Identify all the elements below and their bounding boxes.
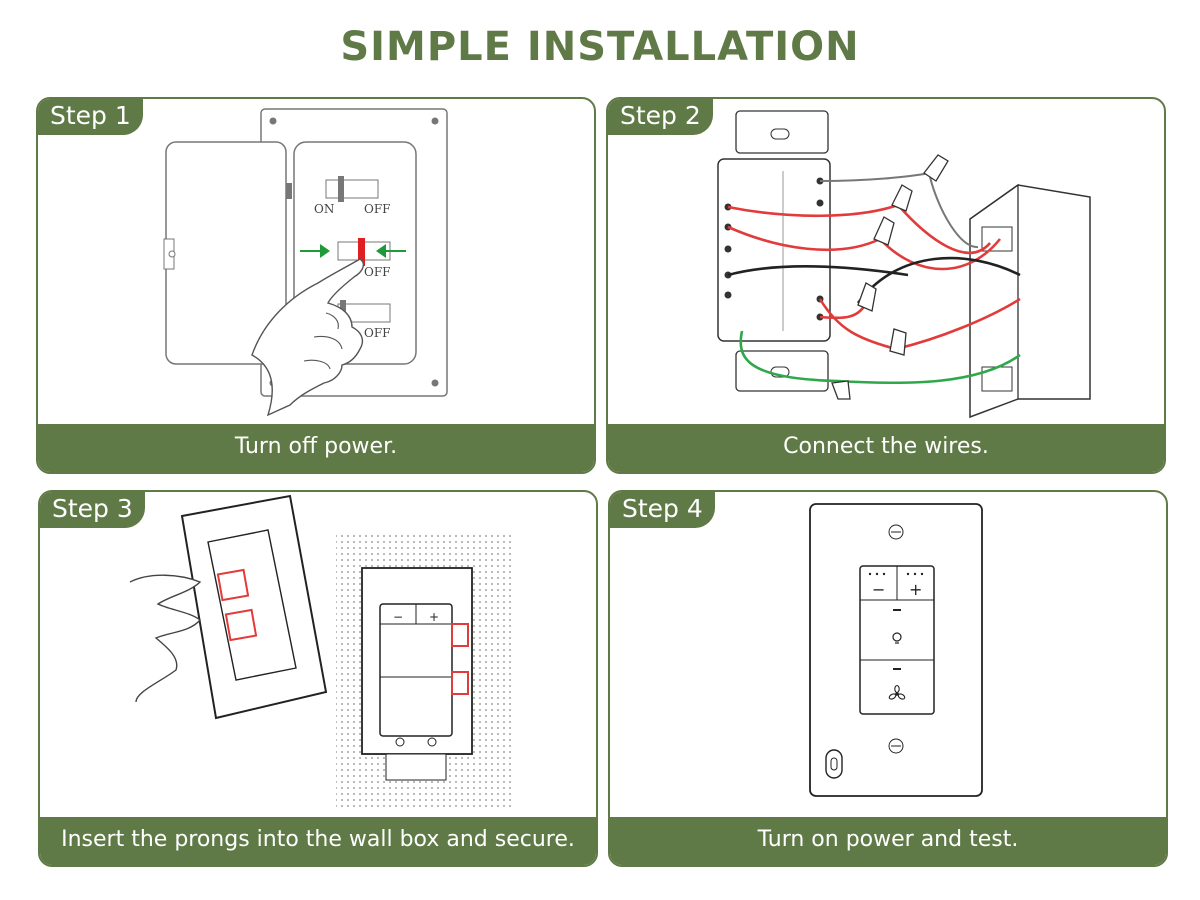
step-1-caption: Turn off power. [38,424,594,472]
mounting-illustration: − + [129,494,512,810]
step-1-panel: ON OFF OFF OFF Step 1 Turn off power. [36,97,596,474]
light-bulb-icon [892,632,902,644]
minus-icon: − [393,610,403,624]
step-2-panel: Step 2 Connect the wires. [606,97,1166,474]
breaker-3-off-label: OFF [364,326,391,340]
breaker-1-off-label: OFF [364,202,391,216]
arrow-left-icon [376,244,406,258]
breaker-1-on-label: ON [314,202,334,216]
plus-icon: + [909,580,922,599]
hand-icon [129,574,202,703]
breaker-panel-illustration: ON OFF OFF OFF [163,108,448,417]
step-4-label: Step 4 [610,492,715,528]
step-3-caption: Insert the prongs into the wall box and … [40,817,596,865]
fan-icon [888,684,906,700]
step-3-panel: − + Step 3 Insert the prongs into the wa… [38,490,598,867]
step-4-caption: Turn on power and test. [610,817,1166,865]
plus-icon: + [429,610,439,624]
hand-icon [251,258,365,417]
step-4-panel: − + Step 4 Turn on power and test. [608,490,1168,867]
wiring-illustration [717,110,1091,419]
step-2-label: Step 2 [608,99,713,135]
step-3-label: Step 3 [40,492,145,528]
step-2-caption: Connect the wires. [608,424,1164,472]
breaker-2-off-label: OFF [364,265,391,279]
arrow-right-icon [300,244,330,258]
finished-switch-illustration: − + [809,503,983,797]
minus-icon: − [872,580,885,599]
page-title: SIMPLE INSTALLATION [340,24,860,70]
step-1-label: Step 1 [38,99,143,135]
